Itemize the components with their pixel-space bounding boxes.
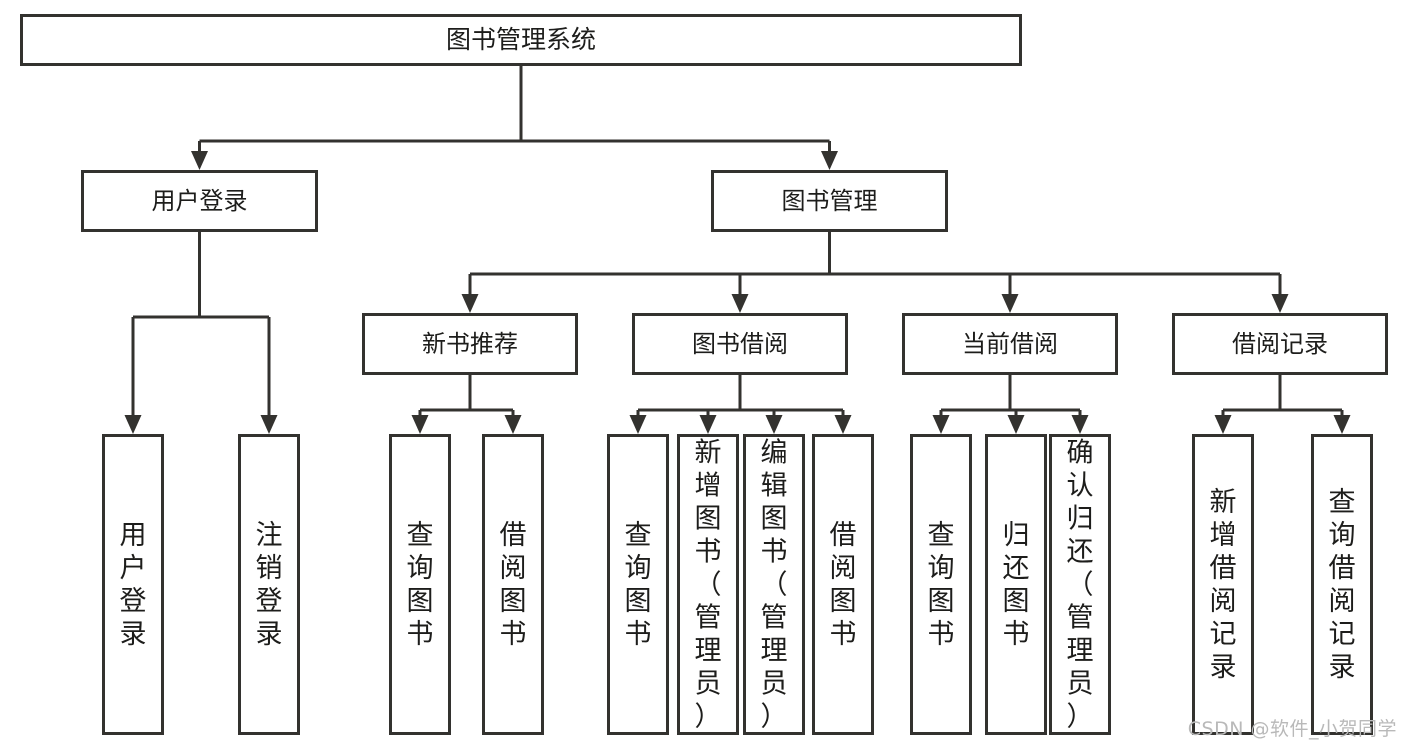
node-box — [812, 434, 874, 735]
arrowhead-leaf-user-login — [124, 415, 142, 434]
node-label: 查询图书 — [625, 520, 652, 650]
arrowhead-leaf-borrow-edit — [765, 415, 783, 434]
node-label: 查询图书 — [407, 520, 434, 650]
node-book-borrow[interactable]: 图书借阅 — [632, 313, 848, 375]
node-leaf-borrow-lend[interactable]: 借阅图书 — [812, 434, 874, 735]
arrowhead-current-borrow — [1001, 294, 1019, 313]
node-leaf-cur-confirm[interactable]: 确认归还（管理员） — [1049, 434, 1111, 735]
node-label: 用户登录 — [152, 187, 248, 215]
node-leaf-cur-query[interactable]: 查询图书 — [910, 434, 972, 735]
arrowhead-user-login — [191, 151, 208, 170]
node-label: 查询图书 — [928, 520, 955, 650]
node-label: 编辑图书（管理员） — [761, 438, 788, 733]
node-box — [902, 313, 1118, 375]
node-new-book-rec[interactable]: 新书推荐 — [362, 313, 578, 375]
node-box — [607, 434, 669, 735]
arrowhead-leaf-cur-query — [932, 415, 950, 434]
arrowhead-new-book-rec — [461, 294, 479, 313]
arrowhead-book-manage — [821, 151, 838, 170]
arrowhead-leaf-user-logout — [260, 415, 278, 434]
nodes-layer: 图书管理系统用户登录图书管理新书推荐图书借阅当前借阅借阅记录用户登录注销登录查询… — [20, 14, 1388, 735]
node-box — [1172, 313, 1388, 375]
node-label: 查询借阅记录 — [1329, 487, 1356, 683]
node-label: 借阅图书 — [830, 520, 857, 650]
node-label: 用户登录 — [120, 520, 147, 650]
node-box — [482, 434, 544, 735]
node-box — [677, 434, 739, 735]
node-box — [1192, 434, 1254, 735]
node-label: 借阅图书 — [500, 520, 527, 650]
node-leaf-borrow-add[interactable]: 新增图书（管理员） — [677, 434, 739, 735]
node-label: 新增图书（管理员） — [695, 438, 722, 733]
arrowhead-leaf-cur-return — [1007, 415, 1025, 434]
node-borrow-record[interactable]: 借阅记录 — [1172, 313, 1388, 375]
node-box — [1049, 434, 1111, 735]
arrowhead-leaf-rec-query2 — [1333, 415, 1351, 434]
node-box — [985, 434, 1047, 735]
arrowhead-leaf-rec-add — [1214, 415, 1232, 434]
node-leaf-borrow-edit[interactable]: 编辑图书（管理员） — [743, 434, 805, 735]
node-label: 新增借阅记录 — [1210, 487, 1237, 683]
arrowhead-book-borrow — [731, 294, 749, 313]
node-label: 注销登录 — [256, 520, 283, 650]
node-book-manage[interactable]: 图书管理 — [711, 170, 948, 232]
node-leaf-rec-borrow[interactable]: 借阅图书 — [482, 434, 544, 735]
node-box — [711, 170, 948, 232]
node-box — [81, 170, 318, 232]
node-label: 归还图书 — [1003, 520, 1030, 650]
node-leaf-rec-query[interactable]: 查询图书 — [389, 434, 451, 735]
node-label: 当前借阅 — [962, 330, 1058, 358]
node-label: 借阅记录 — [1232, 330, 1328, 358]
node-box — [389, 434, 451, 735]
node-box — [238, 434, 300, 735]
csdn-watermark: CSDN @软件_小贺同学 — [1187, 718, 1397, 740]
node-leaf-borrow-query[interactable]: 查询图书 — [607, 434, 669, 735]
arrowhead-leaf-rec-query — [411, 415, 429, 434]
arrowhead-leaf-cur-confirm — [1071, 415, 1089, 434]
node-box — [1311, 434, 1373, 735]
node-box — [102, 434, 164, 735]
arrowhead-leaf-borrow-add — [699, 415, 717, 434]
arrowhead-leaf-borrow-lend — [834, 415, 852, 434]
node-leaf-user-login[interactable]: 用户登录 — [102, 434, 164, 735]
node-label: 图书管理系统 — [446, 25, 596, 54]
node-leaf-rec-query2[interactable]: 查询借阅记录 — [1311, 434, 1373, 735]
arrowhead-borrow-record — [1271, 294, 1289, 313]
node-label: 新书推荐 — [422, 330, 518, 358]
node-box — [362, 313, 578, 375]
arrowhead-leaf-rec-borrow — [504, 415, 522, 434]
node-user-login[interactable]: 用户登录 — [81, 170, 318, 232]
node-leaf-rec-add[interactable]: 新增借阅记录 — [1192, 434, 1254, 735]
node-label: 图书管理 — [782, 187, 878, 215]
node-leaf-user-logout[interactable]: 注销登录 — [238, 434, 300, 735]
connectors-layer — [124, 66, 1351, 434]
node-leaf-cur-return[interactable]: 归还图书 — [985, 434, 1047, 735]
node-current-borrow[interactable]: 当前借阅 — [902, 313, 1118, 375]
node-box — [910, 434, 972, 735]
arrowhead-leaf-borrow-query — [629, 415, 647, 434]
node-box — [632, 313, 848, 375]
node-label: 图书借阅 — [692, 330, 788, 358]
node-label: 确认归还（管理员） — [1067, 438, 1094, 733]
node-box — [20, 14, 1022, 66]
node-root-system[interactable]: 图书管理系统 — [20, 14, 1022, 66]
node-box — [743, 434, 805, 735]
